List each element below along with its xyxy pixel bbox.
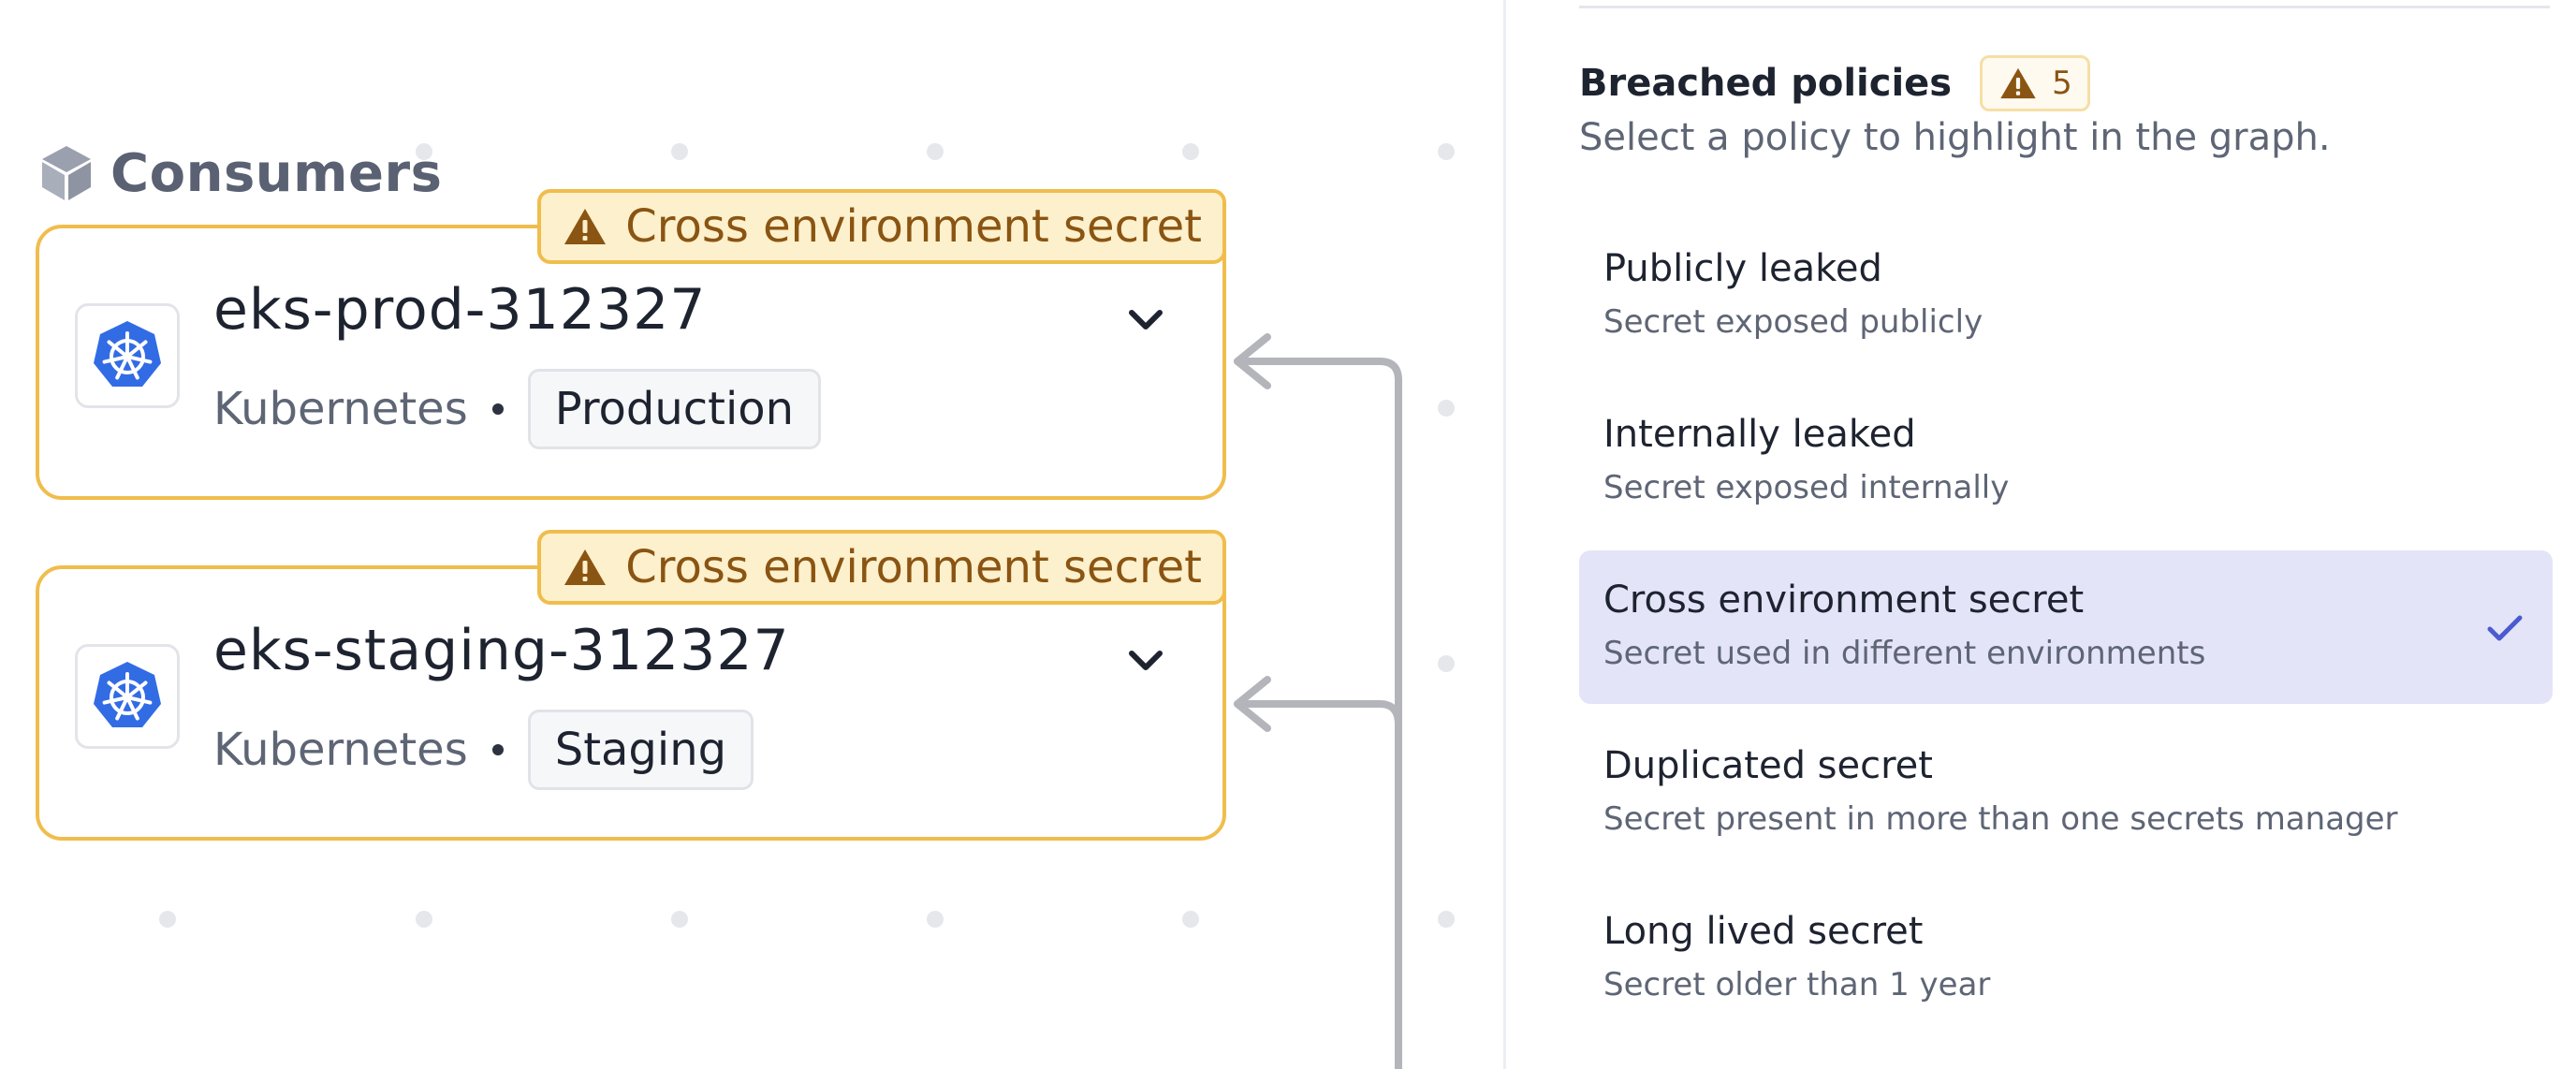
policy-description: Secret older than 1 year (1603, 966, 1991, 1003)
kubernetes-icon (75, 644, 180, 749)
breach-count: 5 (2052, 65, 2072, 102)
arrow-head-icon (1234, 333, 1271, 389)
grid-dot (927, 143, 944, 160)
chevron-down-icon[interactable] (1120, 294, 1172, 346)
warning-icon (564, 549, 607, 585)
edge-line (1234, 358, 1402, 1069)
warning-icon (564, 209, 607, 244)
separator-dot (491, 744, 504, 755)
grid-dot (927, 911, 944, 928)
badge-label: Cross environment secret (625, 200, 1202, 253)
graph-canvas[interactable]: Consumers Cross environment secret (0, 0, 1503, 1069)
grid-dot (1182, 143, 1199, 160)
environment-chip: Staging (527, 710, 754, 790)
badge-label: Cross environment secret (625, 541, 1202, 593)
policy-label: Long lived secret (1603, 910, 1924, 953)
consumer-node-eks-staging[interactable]: Cross environment secret eks-staging-312… (36, 530, 1226, 841)
panel-divider (1579, 6, 2550, 8)
policy-item-duplicated-secret[interactable]: Duplicated secret Secret present in more… (1579, 716, 2553, 870)
grid-dot (159, 911, 176, 928)
node-meta: Kubernetes Production (213, 367, 822, 451)
grid-dot (671, 911, 688, 928)
breached-policies-panel: Breached policies 5 Select a policy to h… (1503, 0, 2576, 1069)
group-title: Consumers (110, 142, 443, 204)
separator-dot (491, 403, 504, 415)
consumer-node-eks-prod[interactable]: Cross environment secret eks-prod-312327 (36, 189, 1226, 500)
kubernetes-icon (75, 303, 180, 408)
chevron-down-icon[interactable] (1120, 635, 1172, 687)
policy-description: Secret present in more than one secrets … (1603, 800, 2398, 838)
graph-edges (1234, 333, 1402, 1069)
breach-count-badge: 5 (1980, 55, 2090, 111)
edge-line (1234, 700, 1402, 728)
policy-description: Secret exposed publicly (1603, 303, 1983, 341)
grid-dot (1438, 655, 1455, 672)
policy-label: Duplicated secret (1603, 744, 1933, 787)
cross-environment-badge: Cross environment secret (537, 189, 1226, 264)
node-name: eks-prod-312327 (213, 277, 707, 343)
policy-label: Publicly leaked (1603, 247, 1882, 290)
grid-dot (416, 911, 432, 928)
policy-description: Secret used in different environments (1603, 635, 2206, 672)
policy-list: Publicly leaked Secret exposed publicly … (1579, 219, 2553, 1047)
check-icon (2483, 607, 2526, 650)
grid-dot (1438, 143, 1455, 160)
grid-dot (416, 143, 432, 160)
node-type: Kubernetes (213, 383, 468, 435)
policy-item-internally-leaked[interactable]: Internally leaked Secret exposed interna… (1579, 385, 2553, 538)
policy-label: Cross environment secret (1603, 578, 2085, 622)
policy-item-publicly-leaked[interactable]: Publicly leaked Secret exposed publicly (1579, 219, 2553, 373)
panel-title: Breached policies (1579, 62, 1953, 105)
node-name: eks-staging-312327 (213, 618, 790, 683)
grid-dot (1438, 911, 1455, 928)
grid-dot (1182, 911, 1199, 928)
grid-dot (671, 143, 688, 160)
policy-description: Secret exposed internally (1603, 469, 2010, 506)
warning-icon (2000, 67, 2036, 99)
node-meta: Kubernetes Staging (213, 708, 754, 792)
policy-item-long-lived-secret[interactable]: Long lived secret Secret older than 1 ye… (1579, 882, 2553, 1035)
cross-environment-badge: Cross environment secret (537, 530, 1226, 605)
environment-chip: Production (527, 369, 822, 449)
consumers-group-header: Consumers (39, 140, 442, 206)
panel-subtitle: Select a policy to highlight in the grap… (1579, 116, 2331, 159)
policy-label: Internally leaked (1603, 413, 1916, 456)
panel-header: Breached policies 5 (1579, 54, 2090, 112)
grid-dot (1438, 400, 1455, 417)
node-type: Kubernetes (213, 724, 468, 776)
policy-item-cross-environment-secret[interactable]: Cross environment secret Secret used in … (1579, 550, 2553, 704)
cube-icon (42, 146, 91, 200)
arrow-head-icon (1234, 676, 1271, 732)
